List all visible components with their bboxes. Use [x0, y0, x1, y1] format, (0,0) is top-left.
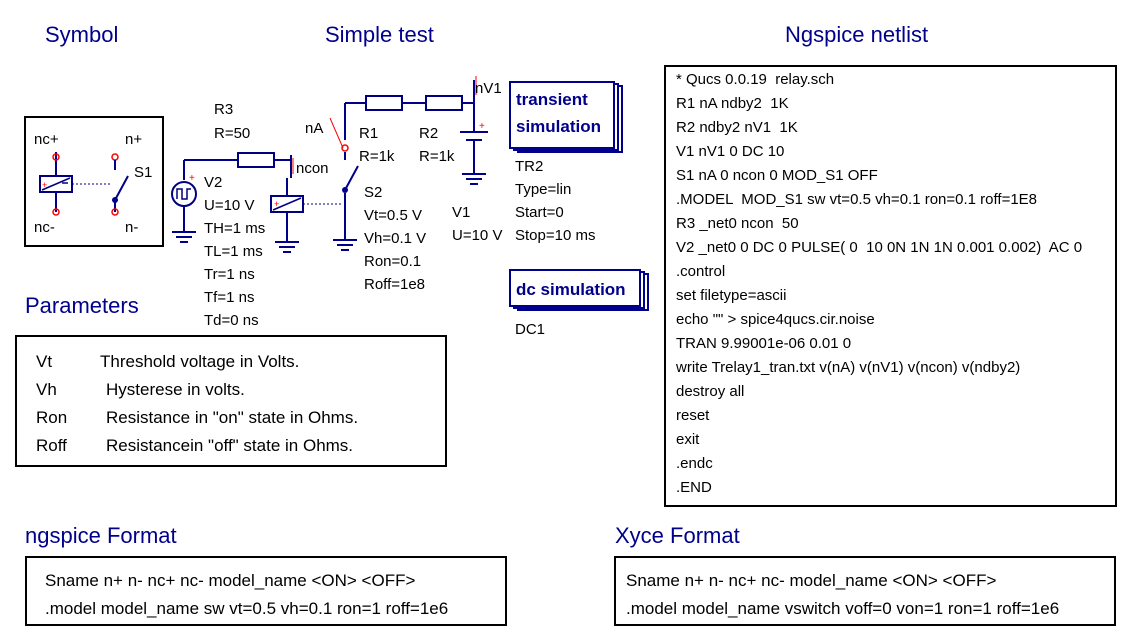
- param-desc: Resistancein "off" state in Ohms.: [106, 436, 354, 455]
- xyce-format-line-2: .model model_name vswitch voff=0 von=1 r…: [626, 599, 1060, 618]
- r1-name: R1: [359, 125, 379, 142]
- param-name: Roff: [36, 436, 67, 455]
- param-desc: Hysterese in volts.: [106, 380, 245, 399]
- netlist-line: S1 nA 0 ncon 0 MOD_S1 OFF: [676, 167, 878, 184]
- dc-name: DC1: [515, 321, 546, 338]
- transient-name: TR2: [515, 158, 544, 175]
- netlist-line: echo "" > spice4qucs.cir.noise: [676, 311, 875, 328]
- r1-value: R=1k: [359, 148, 395, 165]
- v2-param-tr: Tr=1 ns: [204, 266, 255, 283]
- svg-text:+: +: [189, 173, 195, 184]
- netlist-line: V2 _net0 0 DC 0 PULSE( 0 10 0N 1N 1N 0.0…: [676, 239, 1083, 256]
- xyce-format-line-1: Sname n+ n- nc+ nc- model_name <ON> <OFF…: [626, 571, 997, 590]
- netlist-line: R3 _net0 ncon 50: [676, 215, 799, 232]
- netlist-line: .END: [676, 479, 712, 496]
- r2-name: R2: [419, 125, 439, 142]
- netlist-line: .MODEL MOD_S1 sw vt=0.5 vh=0.1 ron=0.1 r…: [676, 191, 1038, 208]
- transient-param-type: Type=lin: [515, 181, 572, 198]
- nv1-label: nV1: [475, 80, 502, 97]
- r3-name: R3: [214, 101, 234, 118]
- v2-param-tl: TL=1 ms: [204, 243, 263, 260]
- v1-name: V1: [452, 204, 471, 221]
- simple-test-heading: Simple test: [325, 22, 434, 47]
- r3-resistor-icon: [237, 152, 288, 168]
- transient-param-stop: Stop=10 ms: [515, 227, 596, 244]
- v2-name: V2: [204, 174, 223, 191]
- symbol-switch-name: S1: [134, 164, 153, 181]
- ngspice-format-box: Sname n+ n- nc+ nc- model_name <ON> <OFF…: [25, 556, 507, 626]
- transient-simulation-block[interactable]: transient simulation: [509, 81, 615, 149]
- svg-text:+: +: [274, 199, 279, 209]
- param-desc: Threshold voltage in Volts.: [100, 352, 300, 371]
- s2-name: S2: [364, 184, 383, 201]
- symbol-nc-minus-label: nc-: [34, 219, 55, 236]
- netlist-line: exit: [676, 431, 700, 448]
- svg-text:+: +: [42, 180, 47, 190]
- symbol-switch-icon: [111, 153, 129, 216]
- parameters-heading: Parameters: [25, 293, 139, 318]
- transient-title-1: transient: [516, 90, 588, 109]
- netlist-line: R1 nA ndby2 1K: [676, 95, 789, 112]
- param-name: Vh: [36, 380, 57, 399]
- netlist-line: set filetype=ascii: [676, 287, 787, 304]
- netlist-line: * Qucs 0.0.19 relay.sch: [676, 71, 835, 88]
- netlist-line: .endc: [676, 455, 713, 472]
- netlist-line: destroy all: [676, 383, 745, 400]
- svg-text:+: +: [479, 121, 485, 132]
- symbol-n-plus-label: n+: [125, 131, 143, 148]
- netlist-line: V1 nV1 0 DC 10: [676, 143, 785, 160]
- r1-resistor-icon: [365, 95, 426, 111]
- netlist-line: .control: [676, 263, 726, 280]
- transient-param-start: Start=0: [515, 204, 564, 221]
- symbol-n-minus-label: n-: [125, 219, 139, 236]
- parameters-box: Vt Threshold voltage in Volts. Vh Hyster…: [15, 335, 447, 467]
- param-name: Ron: [36, 408, 68, 427]
- xyce-format-heading: Xyce Format: [615, 523, 740, 548]
- symbol-heading: Symbol: [45, 22, 119, 47]
- netlist-line: reset: [676, 407, 710, 424]
- s2-switch-icon: [329, 102, 366, 251]
- xyce-format-box: Sname n+ n- nc+ nc- model_name <ON> <OFF…: [614, 556, 1116, 626]
- s2-param-roff: Roff=1e8: [364, 276, 426, 293]
- netlist-line: TRAN 9.99001e-06 0.01 0: [676, 335, 852, 352]
- ngspice-format-line-1: Sname n+ n- nc+ nc- model_name <ON> <OFF…: [45, 571, 416, 590]
- v1-value: U=10 V: [452, 227, 503, 244]
- r2-value: R=1k: [419, 148, 455, 165]
- dc-title: dc simulation: [516, 280, 626, 299]
- v2-pulse-source-icon: +: [171, 159, 238, 243]
- netlist-line: write Trelay1_tran.txt v(nA) v(nV1) v(nc…: [676, 359, 1021, 376]
- s2-param-ron: Ron=0.1: [364, 253, 422, 270]
- v2-param-u: U=10 V: [204, 197, 255, 214]
- v2-param-td: Td=0 ns: [204, 312, 259, 329]
- param-desc: Resistance in "on" state in Ohms.: [106, 408, 359, 427]
- r2-resistor-icon: [425, 95, 474, 111]
- s2-param-vt: Vt=0.5 V: [364, 207, 422, 224]
- na-label: nA: [305, 120, 324, 137]
- v2-param-tf: Tf=1 ns: [204, 289, 255, 306]
- netlist-box: * Qucs 0.0.19 relay.sch R1 nA ndby2 1K R…: [664, 65, 1117, 507]
- symbol-box: [24, 116, 164, 247]
- ncon-label: ncon: [296, 160, 329, 177]
- netlist-heading: Ngspice netlist: [785, 22, 929, 47]
- r3-value: R=50: [214, 125, 251, 142]
- v1-dc-source-icon: +: [460, 76, 488, 185]
- param-name: Vt: [36, 352, 53, 371]
- netlist-line: R2 ndby2 nV1 1K: [676, 119, 798, 136]
- s2-relay-coil-icon: +: [270, 178, 342, 253]
- ngspice-format-line-2: .model model_name sw vt=0.5 vh=0.1 ron=1…: [45, 599, 449, 618]
- dc-simulation-block[interactable]: dc simulation: [509, 269, 641, 307]
- symbol-nc-plus-label: nc+: [34, 131, 59, 148]
- ngspice-format-heading: ngspice Format: [25, 523, 177, 548]
- v2-param-th: TH=1 ms: [204, 220, 266, 237]
- transient-title-2: simulation: [516, 117, 602, 136]
- s2-param-vh: Vh=0.1 V: [364, 230, 427, 247]
- symbol-relay-icon: +: [39, 152, 112, 216]
